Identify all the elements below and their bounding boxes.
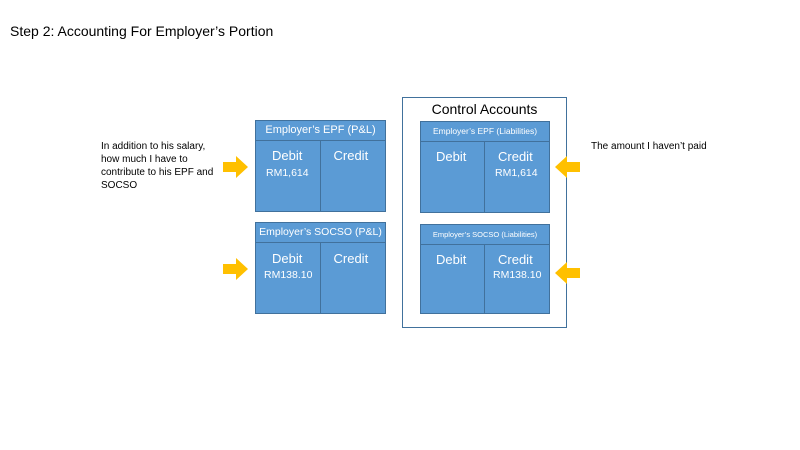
t-account-title: Employer’s SOCSO (Liabilities)	[421, 225, 549, 245]
credit-amount: RM1,614	[495, 167, 538, 179]
debit-label: Debit	[272, 148, 303, 163]
t-account-title: Employer’s SOCSO (P&L)	[256, 223, 385, 243]
debit-label: Debit	[436, 252, 467, 267]
credit-label: Credit	[498, 149, 533, 164]
debit-column: Debit	[421, 245, 485, 313]
t-account-epf-pl: Employer’s EPF (P&L) Debit RM1,614 Credi…	[255, 120, 386, 212]
credit-column: Credit	[321, 243, 386, 313]
t-account-epf-liabilities: Employer’s EPF (Liabilities) Debit Credi…	[420, 121, 550, 213]
debit-label: Debit	[436, 149, 467, 164]
credit-amount: RM138.10	[493, 269, 542, 281]
credit-label: Credit	[498, 252, 533, 267]
arrow-left-icon	[555, 262, 580, 284]
debit-amount: RM138.10	[264, 269, 313, 281]
arrow-left-icon	[555, 156, 580, 178]
credit-label: Credit	[333, 251, 369, 266]
debit-label: Debit	[272, 251, 303, 266]
arrow-right-icon	[223, 156, 248, 178]
t-account-title: Employer’s EPF (Liabilities)	[421, 122, 549, 142]
note-employer-contribution: In addition to his salary, how much I ha…	[101, 141, 214, 191]
credit-column: Credit	[321, 141, 386, 211]
debit-amount: RM1,614	[266, 167, 309, 179]
t-account-title: Employer’s EPF (P&L)	[256, 121, 385, 141]
t-account-socso-liabilities: Employer’s SOCSO (Liabilities) Debit Cre…	[420, 224, 550, 314]
debit-column: Debit RM138.10	[256, 243, 321, 313]
note-unpaid-amount: The amount I haven’t paid	[591, 141, 707, 152]
credit-column: Credit RM1,614	[485, 142, 549, 212]
page-title: Step 2: Accounting For Employer’s Portio…	[10, 23, 274, 39]
t-account-socso-pl: Employer’s SOCSO (P&L) Debit RM138.10 Cr…	[255, 222, 386, 314]
arrow-right-icon	[223, 258, 248, 280]
credit-column: Credit RM138.10	[485, 245, 549, 313]
debit-column: Debit RM1,614	[256, 141, 321, 211]
credit-label: Credit	[333, 148, 369, 163]
control-accounts-title: Control Accounts	[431, 101, 538, 117]
debit-column: Debit	[421, 142, 485, 212]
